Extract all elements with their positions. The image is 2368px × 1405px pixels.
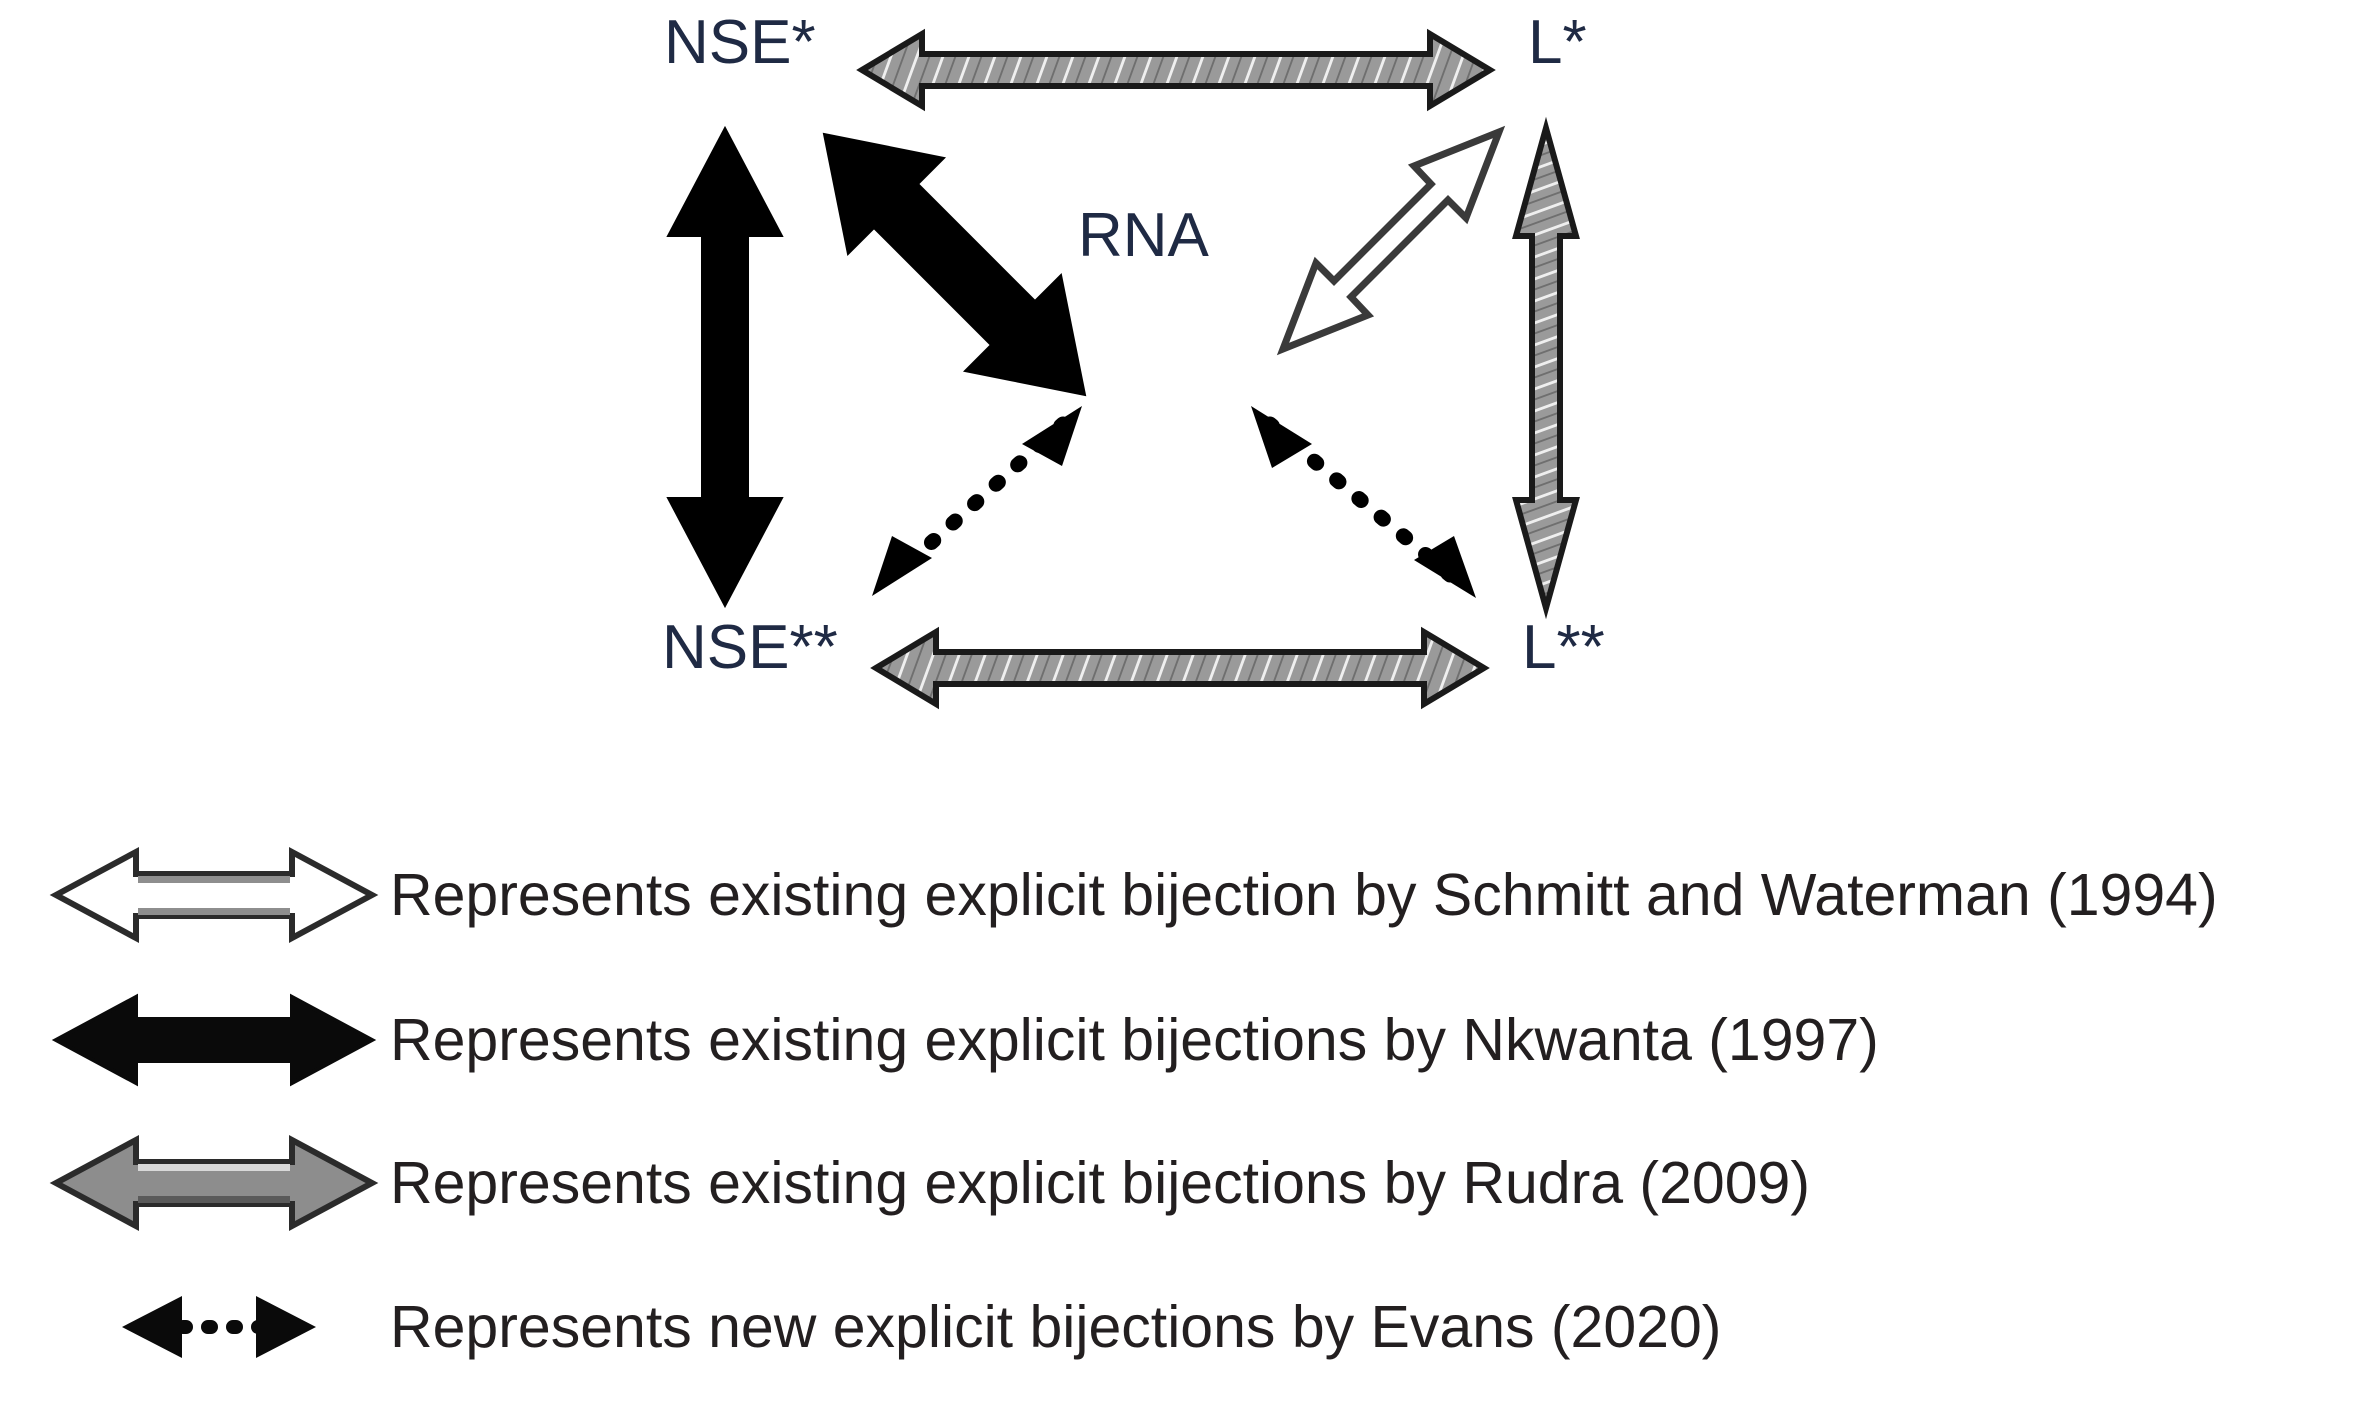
edge-nse-star-rna: [822, 132, 1087, 397]
white-outline-double-arrow-icon: [30, 840, 390, 950]
node-label-l-star: L*: [1528, 8, 1587, 77]
edge-rna-l-2star: [1251, 406, 1476, 598]
edge-rna-nse-2star: [872, 406, 1082, 596]
legend-text-evans: Represents new explicit bijections by Ev…: [390, 1294, 1722, 1360]
legend-item-nkwanta: Represents existing explicit bijections …: [0, 975, 2368, 1105]
edge-nse-star-l-star: [856, 28, 1496, 112]
legend-item-rudra: Represents existing explicit bijections …: [0, 1118, 2368, 1248]
edge-nse-2star-l-2star: [870, 626, 1490, 710]
solid-black-double-arrow-icon: [30, 985, 390, 1095]
legend-item-schmitt-waterman: Represents existing explicit bijection b…: [0, 830, 2368, 960]
legend-text-rudra: Represents existing explicit bijections …: [390, 1150, 1810, 1216]
black-dotted-double-arrow-icon: [30, 1272, 390, 1382]
bijection-diagram: NSE* L* RNA NSE** L**: [662, 8, 1605, 710]
edge-rna-l-star: [1276, 125, 1506, 356]
legend-item-evans: Represents new explicit bijections by Ev…: [0, 1262, 2368, 1392]
node-label-nse-double-star: NSE**: [662, 613, 838, 682]
edge-l-star-l-2star: [1512, 116, 1580, 620]
edge-nse-star-nse-2star: [666, 125, 784, 609]
legend-text-nkwanta: Represents existing explicit bijections …: [390, 1007, 1879, 1073]
node-label-rna: RNA: [1078, 201, 1209, 270]
diagram-canvas: [666, 28, 1580, 710]
node-label-l-double-star: L**: [1522, 613, 1605, 682]
legend: Represents existing explicit bijection b…: [0, 830, 2368, 1405]
node-label-nse-star: NSE*: [664, 8, 816, 77]
gray-filled-double-arrow-icon: [30, 1128, 390, 1238]
legend-text-schmitt-waterman: Represents existing explicit bijection b…: [390, 862, 2218, 928]
